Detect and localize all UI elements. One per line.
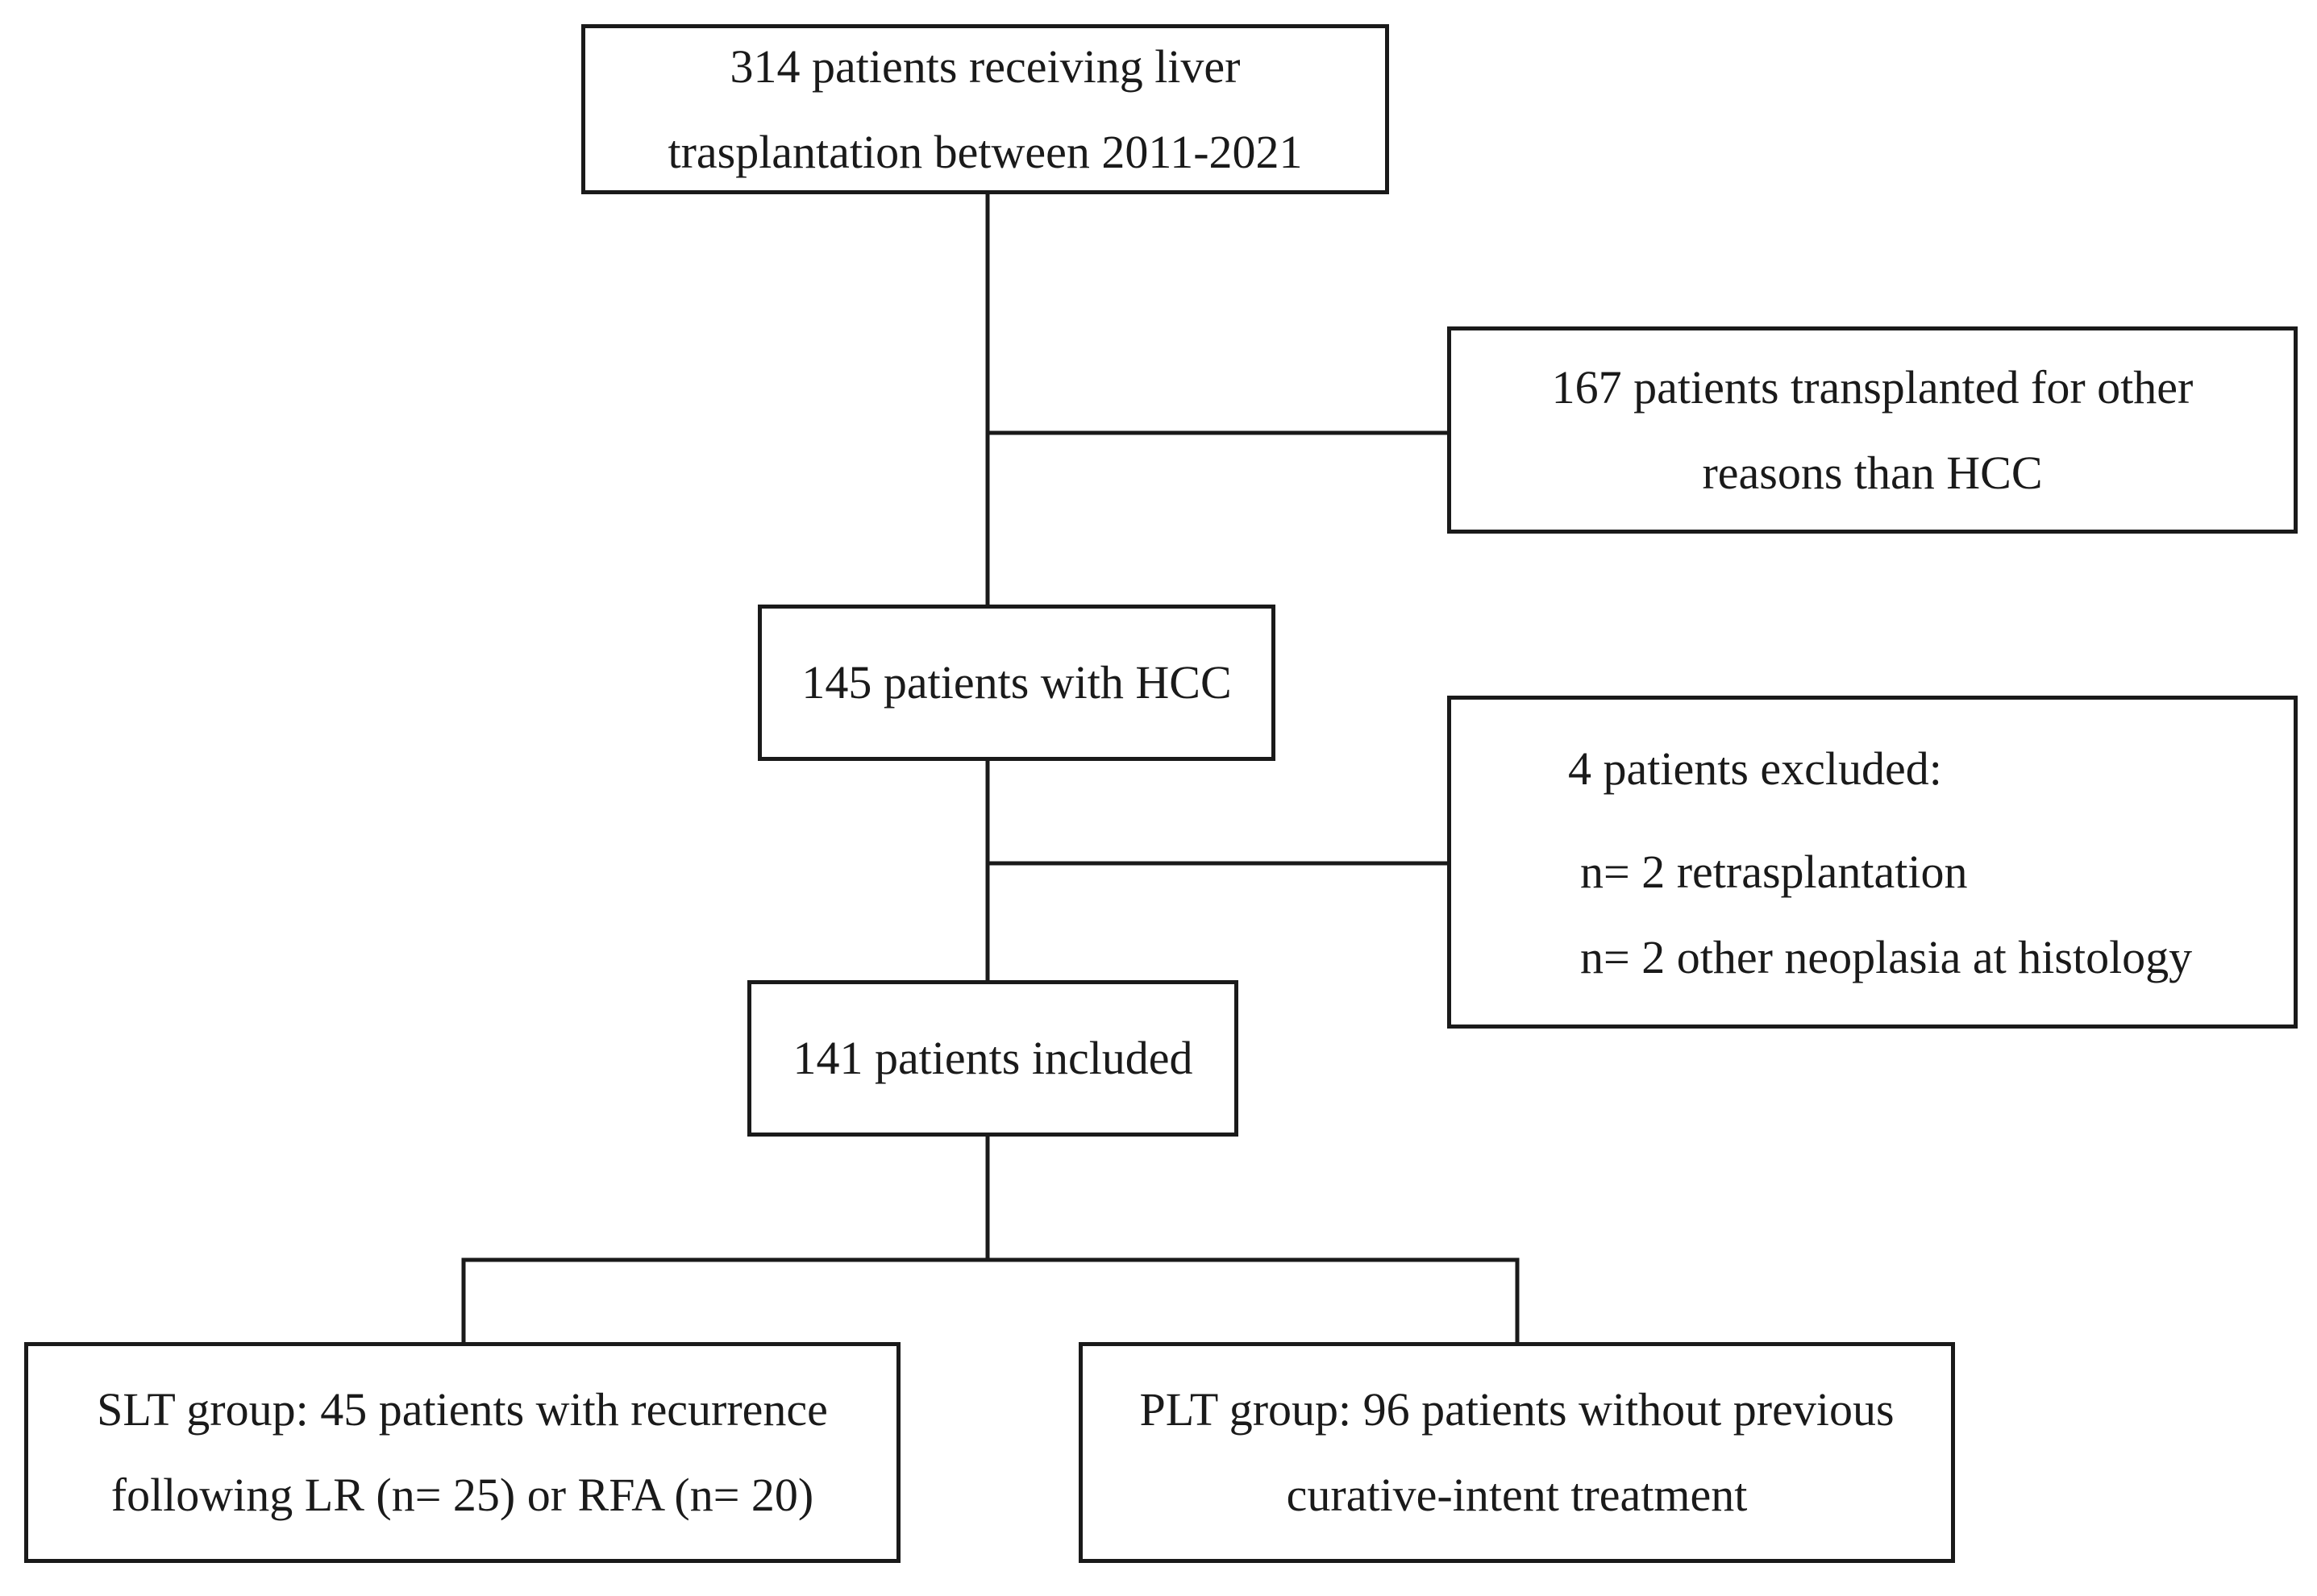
box-plt-line-1: PLT group: 96 patients without previous [1139, 1383, 1895, 1436]
box-included-patients: 141 patients included [747, 980, 1238, 1137]
box-excluded-title: 4 patients excluded: [1568, 742, 1942, 795]
box-other-reasons: 167 patients transplanted for other reas… [1447, 326, 2298, 534]
box-slt-group: SLT group: 45 patients with recurrence f… [24, 1342, 901, 1563]
box-excluded-item: n= 2 other neoplasia at histology [1580, 931, 2193, 983]
box-total-patients: 314 patients receiving liver trasplantat… [581, 24, 1389, 194]
box-slt-line-2: following LR (n= 25) or RFA (n= 20) [110, 1469, 814, 1521]
box-plt-group: PLT group: 96 patients without previous … [1079, 1342, 1955, 1563]
box-excluded-item: n= 2 retrasplantation [1580, 846, 1968, 898]
box-other-line-2: reasons than HCC [1702, 446, 2043, 499]
box-total-line-1: 314 patients receiving liver [730, 39, 1241, 93]
box-total-line-2: trasplantation between 2011-2021 [668, 125, 1303, 178]
box-excluded-patients: 4 patients excluded: n= 2 retrasplantati… [1447, 696, 2298, 1029]
box-other-line-1: 167 patients transplanted for other [1551, 360, 2194, 414]
box-hcc-patients: 145 patients with HCC [758, 605, 1275, 761]
box-plt-line-2: curative-intent treatment [1286, 1469, 1748, 1521]
box-included-line-1: 141 patients included [792, 1032, 1193, 1084]
box-hcc-line-1: 145 patients with HCC [801, 656, 1232, 709]
box-slt-line-1: SLT group: 45 patients with recurrence [97, 1383, 828, 1436]
